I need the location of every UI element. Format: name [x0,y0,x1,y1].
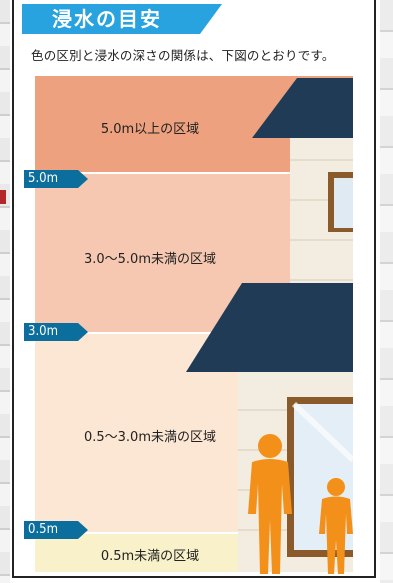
upper-roof [252,78,353,138]
level-tag-label: 0.5m [28,522,58,537]
zone-label-0.5-to-3m: 0.5～3.0m未満の区域 [83,430,216,445]
adjacent-page-edge-right [380,0,393,583]
child-figure-icon [319,478,353,574]
title-banner: 浸水の目安 [22,4,222,34]
level-line-0.5m [35,532,353,534]
zone-label-3-to-5m: 3.0～5.0m未満の区域 [83,252,216,267]
upper-window-glass [334,178,353,228]
lower-roof [186,283,353,372]
page-title: 浸水の目安 [52,7,162,31]
adult-figure-icon [248,434,292,574]
adjacent-page-mark [0,190,6,204]
zone-label-above-5m: 5.0m以上の区域 [100,122,200,137]
title-banner-shape [22,4,222,34]
level-tag-label: 5.0m [28,171,58,186]
caption-text: 色の区別と浸水の深さの関係は、下図のとおりです。 [31,48,335,63]
level-line-5m [35,172,353,174]
level-line-3m [35,332,353,334]
zone-label-below-0.5m: 0.5m未満の区域 [100,549,200,564]
adjacent-page-edge-left [0,0,10,583]
level-tag-label: 3.0m [28,324,58,339]
panel-frame [12,0,376,578]
